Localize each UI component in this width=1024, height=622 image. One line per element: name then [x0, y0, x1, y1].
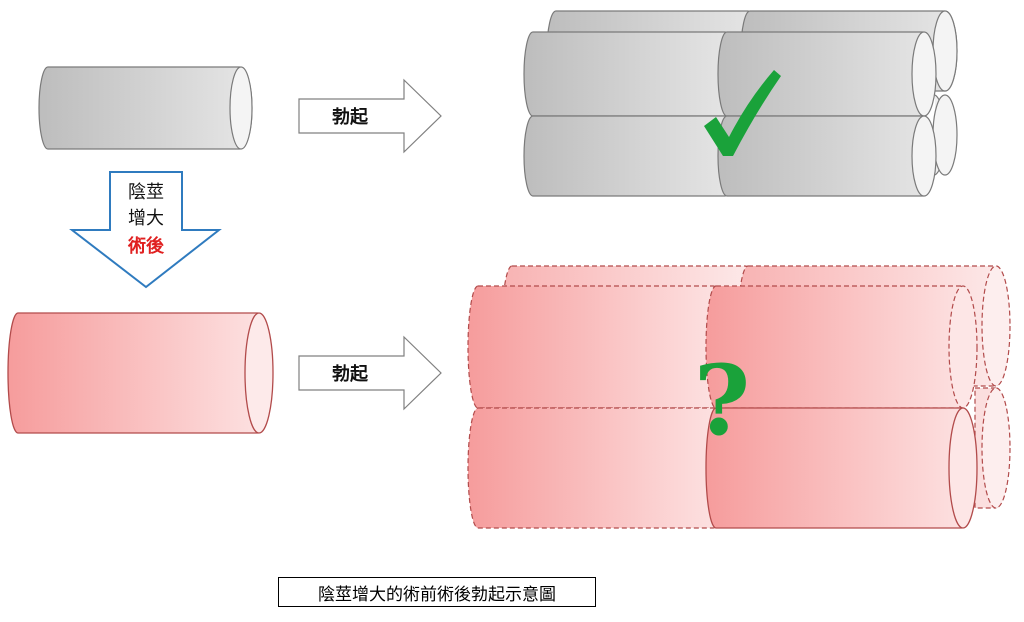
surgery-arrow: 陰莖 增大 術後	[69, 171, 222, 289]
flaccid-gray-cylinder	[38, 66, 253, 150]
check-mark-icon	[704, 70, 781, 156]
gray-cylinder-back-right-lower	[932, 94, 958, 176]
surgery-label-line2: 增大	[128, 208, 164, 229]
caption-text: 陰莖增大的術前術後勃起示意圖	[318, 584, 556, 605]
erection-arrow-bottom: 勃起	[298, 335, 442, 411]
surgery-label-line1: 陰莖	[128, 182, 164, 203]
question-mark-icon: ?	[694, 344, 750, 457]
erection-label-top: 勃起	[332, 106, 369, 128]
red-cylinder-front-top-right	[705, 285, 978, 409]
gray-cylinder-front-top-left	[523, 31, 736, 117]
erect-gray-stack	[523, 10, 958, 197]
surgery-label-line3: 術後	[127, 235, 165, 257]
red-cylinder-back-right-lower	[974, 387, 1011, 509]
red-cylinder-front-top-left	[467, 285, 727, 409]
gray-cylinder-front-bottom-right	[717, 115, 937, 197]
red-cylinder-front-bottom-left	[467, 407, 727, 529]
red-cylinder-front-bottom-right	[705, 407, 978, 529]
erection-arrow-top: 勃起	[298, 78, 442, 154]
gray-cylinder-front-bottom-left	[523, 115, 736, 197]
erection-label-bottom: 勃起	[332, 363, 369, 385]
enlarged-red-cylinder	[7, 312, 274, 434]
erect-red-stack: ?	[467, 265, 1011, 529]
diagram-caption: 陰莖增大的術前術後勃起示意圖	[278, 577, 596, 607]
